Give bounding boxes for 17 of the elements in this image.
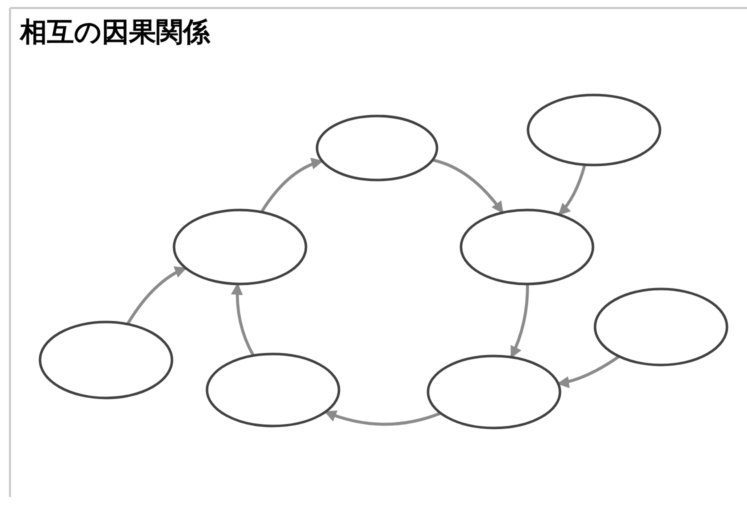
oval-shape xyxy=(38,320,174,400)
arrow xyxy=(556,355,620,388)
oval-shape xyxy=(593,287,729,367)
arrow xyxy=(126,266,187,325)
arrow xyxy=(260,158,324,213)
oval-shape xyxy=(526,93,662,167)
oval-shape xyxy=(459,208,595,286)
arrow xyxy=(558,164,586,216)
title: 相互の因果関係 xyxy=(20,16,210,50)
oval-shape xyxy=(426,354,562,430)
arrow xyxy=(510,284,529,358)
oval-shape xyxy=(172,208,308,286)
oval-shape xyxy=(315,114,439,182)
arrow xyxy=(432,158,504,214)
oval-shape xyxy=(205,352,341,428)
arrow xyxy=(231,282,255,356)
arrow xyxy=(324,410,442,426)
